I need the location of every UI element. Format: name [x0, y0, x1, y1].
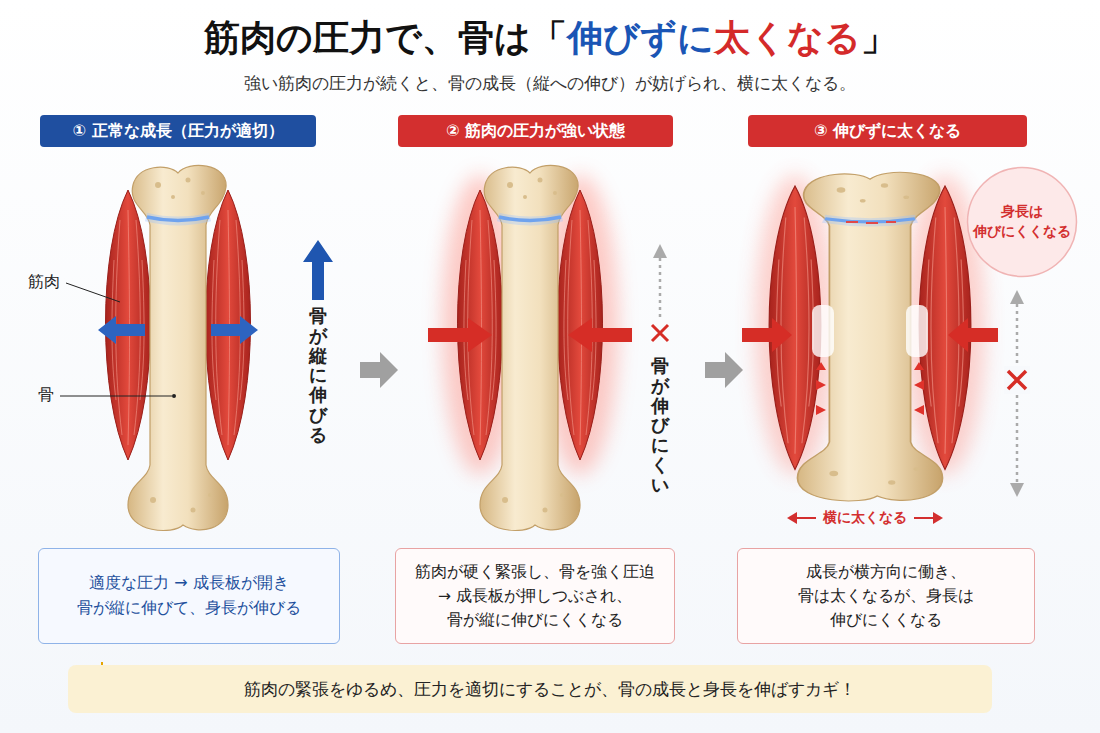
explain-box-text: 成長が横方向に働き、 骨は太くなるが、身長は 伸びにくくなる — [781, 560, 991, 632]
leader-line — [66, 283, 120, 302]
step-header-text: ① 正常な成長（圧力が適切） — [72, 121, 283, 142]
step-header-text: ③ 伸びずに太くなる — [814, 121, 961, 142]
step-header: ② 筋肉の圧力が強い状態 — [398, 115, 673, 147]
bone — [128, 165, 228, 530]
arrow-head — [933, 512, 943, 524]
width-label: 横に太くなる — [815, 509, 915, 527]
arrow-head — [787, 512, 797, 524]
tip-banner: 筋肉の緊張をゆるめ、圧力を適切にすることが、骨の成長と身長を伸ばすカギ！ — [68, 665, 992, 713]
small-arrow — [914, 380, 924, 390]
step-header: ① 正常な成長（圧力が適切） — [40, 115, 316, 147]
arrow-head — [1010, 290, 1024, 304]
small-arrows — [816, 362, 924, 415]
leader-line — [60, 396, 172, 397]
small-arrow — [816, 405, 826, 415]
leader-dot — [172, 394, 176, 398]
up-arrow — [303, 240, 333, 300]
pressure-arrow — [742, 318, 792, 352]
step-header: ③ 伸びずに太くなる — [748, 115, 1027, 147]
subtitle-text: 強い筋肉の圧力が続くと、骨の成長（縦への伸び）が妨げられ、横に太くなる。 — [0, 72, 1100, 95]
explain-box-text: 筋肉が硬く緊張し、骨を強く圧迫 → 成長板が押しつぶされ、 骨が縦に伸びにくくな… — [413, 560, 658, 632]
title-part: 」 — [861, 17, 897, 58]
explain-box: 適度な圧力 → 成長板が開き 骨が縦に伸びて、身長が伸びる — [38, 548, 340, 644]
part-label: 筋肉 — [28, 272, 60, 293]
circle-shape — [968, 168, 1077, 277]
pressure-patch — [812, 305, 834, 357]
title-part: 太くなる — [714, 17, 861, 58]
step-header-text: ② 筋肉の圧力が強い状態 — [446, 121, 625, 142]
expand-arrow — [98, 316, 145, 344]
explain-box: 筋肉が硬く緊張し、骨を強く圧迫 → 成長板が押しつぶされ、 骨が縦に伸びにくくな… — [395, 548, 675, 644]
step-arrow — [360, 352, 398, 388]
circle-outline — [966, 166, 1078, 278]
plate-damage — [846, 222, 896, 223]
pressure-patch — [906, 305, 928, 357]
title-text: 筋肉の圧力で、骨は「伸びずに太くなる」 — [0, 14, 1100, 63]
title-part: 伸びずに — [567, 17, 714, 58]
cross-mark — [1008, 371, 1026, 389]
note-circle: 身長は 伸びにくくなる — [966, 166, 1078, 278]
small-arrow — [816, 380, 826, 390]
pressure-arrow — [568, 318, 632, 352]
dotted-arrow — [659, 258, 662, 318]
note-circle-text: 身長は 伸びにくくなる — [972, 202, 1072, 241]
muscle — [558, 190, 603, 460]
cross-patch — [1004, 366, 1030, 394]
pressure-glow — [755, 175, 835, 475]
explain-box-text: 適度な圧力 → 成長板が開き 骨が縦に伸びて、身長が伸びる — [55, 571, 323, 621]
pressure-arrow — [948, 318, 998, 352]
bone — [480, 165, 580, 530]
step-arrow — [705, 352, 743, 388]
small-arrow — [816, 362, 826, 370]
small-arrow — [914, 405, 924, 415]
tip-banner-text: 筋肉の緊張をゆるめ、圧力を適切にすることが、骨の成長と身長を伸ばすカギ！ — [244, 678, 856, 701]
vertical-note: 骨が伸びにくい — [651, 356, 669, 495]
cross-mark — [652, 325, 668, 341]
arrow-head — [1010, 483, 1024, 497]
pressure-arrow — [428, 318, 492, 352]
part-label: 骨 — [38, 385, 54, 406]
bone — [798, 172, 943, 501]
small-arrow — [914, 362, 924, 370]
explain-box: 成長が横方向に働き、 骨は太くなるが、身長は 伸びにくくなる — [737, 548, 1035, 644]
vertical-note: 骨が縦に伸びる — [309, 306, 327, 445]
muscle — [458, 190, 503, 460]
title-part: 筋肉の圧力で、骨は「 — [204, 17, 567, 58]
arrow-head — [653, 244, 667, 258]
expand-arrow — [211, 316, 258, 344]
